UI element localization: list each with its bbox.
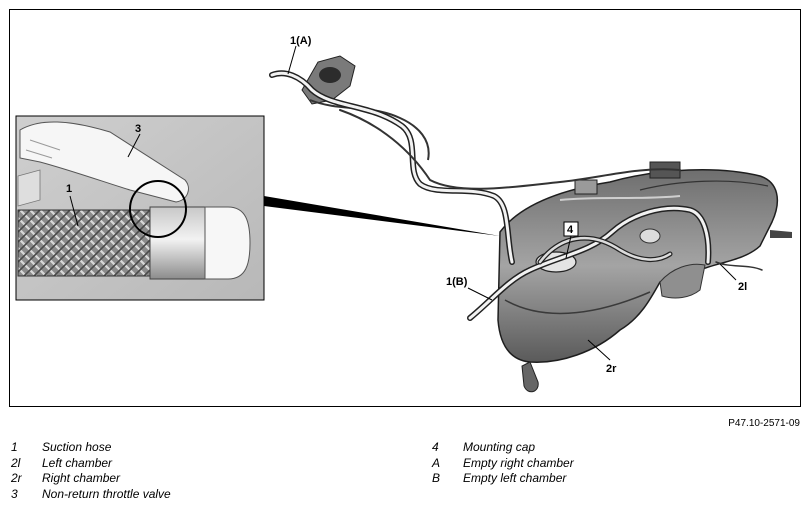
legend-key: 4 [432,440,439,454]
legend-item: 1 Suction hose [11,440,171,456]
legend-item: 2r Right chamber [11,471,171,487]
legend-text: Mounting cap [463,440,536,454]
throttle-valve-body [19,121,189,203]
callout-4: 4 [567,224,574,236]
legend-item: 3 Non-return throttle valve [11,487,171,503]
callout-2r: 2r [606,363,617,375]
inset-pointer-wedge [264,196,500,236]
legend-item: A Empty right chamber [432,456,574,472]
legend-text: Empty right chamber [463,455,574,470]
callout-3: 3 [135,123,141,135]
callout-1-inset: 1 [66,183,72,195]
legend-text: Non-return throttle valve [42,486,171,501]
callout-2l: 2l [738,281,747,293]
detail-highlight-circle [129,180,187,238]
legend-key: A [432,455,441,470]
legend-key: 2r [11,471,22,485]
suction-hose-lines [269,70,763,321]
figure-reference-code: P47.10-2571-09 [728,418,800,429]
legend-key: 3 [11,486,18,501]
callout-1b: 1(B) [446,276,468,288]
legend-item: B Empty left chamber [432,471,574,487]
legend-left: 1 Suction hose 2l Left chamber 2r Right cha… [11,440,171,502]
legend-key: 1 [11,440,18,454]
legend-item: 4 Mounting cap [432,440,574,456]
legend-text: Suction hose [42,440,112,454]
fuel-tank-body [497,169,779,363]
legend-text: Right chamber [42,471,121,485]
legend-text: Empty left chamber [463,471,567,485]
legend-item: 2l Left chamber [11,456,171,472]
callout-1a: 1(A) [290,35,312,47]
legend-right: 4 Mounting cap A Empty right chamber B Empt… [432,440,574,487]
fuel-tank-assembly [269,45,792,393]
legend-key: B [432,471,441,485]
legend-text: Left chamber [42,455,113,470]
braided-suction-hose [17,209,159,277]
inset-detail [15,115,265,301]
legend-key: 2l [11,455,21,470]
